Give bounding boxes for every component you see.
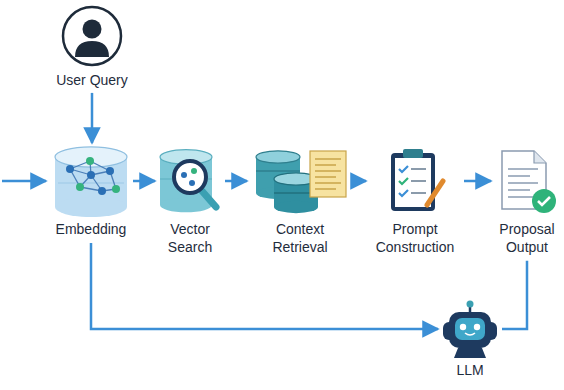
user-body xyxy=(75,41,109,57)
flow-connector xyxy=(353,180,366,183)
step-label: LLM xyxy=(440,362,500,380)
network-node xyxy=(98,187,106,195)
network-node xyxy=(76,183,84,191)
step-label: Prompt Construction xyxy=(369,221,461,257)
embed-icon xyxy=(52,145,130,217)
document-line xyxy=(508,175,530,177)
badge-check xyxy=(538,197,550,205)
document-line xyxy=(315,170,341,172)
user-actor: User Query xyxy=(52,4,132,90)
incoming-arrow xyxy=(2,180,46,183)
document-line xyxy=(508,189,530,191)
step-label: Context Retrieval xyxy=(250,221,350,257)
network-node xyxy=(66,165,74,173)
pipeline-step: Vector Search xyxy=(158,145,222,257)
cylinder-band xyxy=(256,170,300,172)
check-mark xyxy=(399,190,408,196)
lens-dot xyxy=(189,180,195,186)
step-label: Vector Search xyxy=(158,221,222,257)
robot-eye xyxy=(474,324,480,330)
document-sheet xyxy=(310,151,346,197)
flow-connector xyxy=(502,261,527,329)
pencil xyxy=(427,181,443,205)
cylinder-top xyxy=(256,151,300,163)
prompt-icon xyxy=(369,145,461,217)
document-line xyxy=(508,168,538,170)
robot-head xyxy=(449,312,491,348)
robot-eye xyxy=(460,324,466,330)
document-line xyxy=(315,176,336,178)
magnifier-handle xyxy=(202,191,216,207)
output-icon xyxy=(494,145,560,217)
pipeline-step: Context Retrieval xyxy=(250,145,350,257)
step-label: User Query xyxy=(52,72,132,90)
network-node xyxy=(106,167,114,175)
user-icon xyxy=(52,4,132,68)
list-line xyxy=(411,180,426,182)
flow-connector xyxy=(225,180,247,183)
step-label: Embedding xyxy=(52,221,130,239)
lens-dot xyxy=(191,168,197,174)
document-line xyxy=(508,182,538,184)
context-icon xyxy=(250,145,350,217)
list-line xyxy=(411,192,426,194)
user-ring xyxy=(63,7,121,65)
llm-model: LLM xyxy=(440,300,500,380)
pipeline-step: Proposal Output xyxy=(494,145,560,257)
network-node xyxy=(86,157,94,165)
robot-antenna-tip xyxy=(467,301,474,308)
network-node xyxy=(112,185,120,193)
document-line xyxy=(315,164,336,166)
user-head xyxy=(83,20,102,39)
step-label: Proposal Output xyxy=(494,221,560,257)
flow-connector xyxy=(91,243,438,329)
magnifier-lens xyxy=(174,161,206,193)
page-corner xyxy=(534,151,546,163)
lens-dot xyxy=(181,172,187,178)
search-icon xyxy=(158,145,222,217)
flow-connector xyxy=(91,93,94,143)
robot-face xyxy=(455,318,485,340)
flow-connector xyxy=(464,180,491,183)
network-node xyxy=(87,171,95,179)
pipeline-step: Embedding xyxy=(52,145,130,239)
clipboard-paper xyxy=(395,158,431,207)
clipboard-clip xyxy=(403,149,423,158)
cylinder-bottom xyxy=(55,197,127,217)
document-line xyxy=(315,188,336,190)
robot-body xyxy=(454,348,486,358)
check-mark xyxy=(399,166,408,172)
flow-connector xyxy=(133,180,155,183)
check-badge xyxy=(532,189,556,213)
cylinder-top xyxy=(55,147,127,167)
cylinder-bottom xyxy=(274,201,318,213)
document-line xyxy=(315,158,341,160)
robot-icon xyxy=(440,300,500,358)
check-mark xyxy=(399,178,408,184)
pipeline-step: Prompt Construction xyxy=(369,145,461,257)
list-line xyxy=(411,168,426,170)
robot-mouth xyxy=(465,333,475,335)
cylinder-bottom xyxy=(160,198,212,213)
document-line xyxy=(315,182,341,184)
